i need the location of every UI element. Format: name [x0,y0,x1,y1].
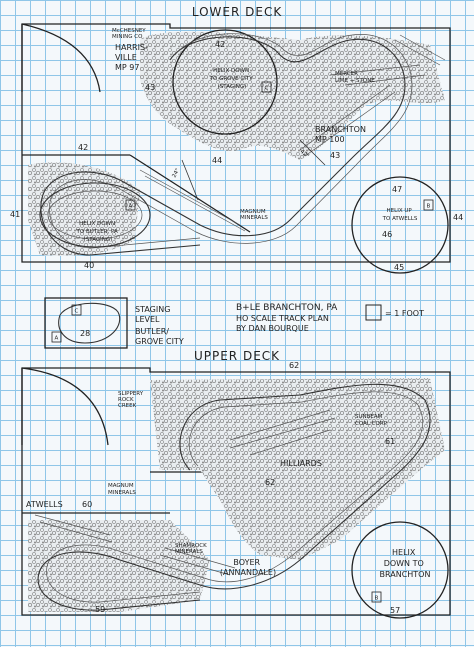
staging-marker-a-box [51,331,62,343]
staging-num-28: 28 [80,329,90,338]
lower-num-42b: 42 [78,143,88,152]
lower-num-42a: 42 [215,40,225,49]
upper-hilliards-yard [229,409,336,456]
scale-legend: = 1 FOOT [365,304,424,321]
boyer-label: BOYER (ANNANDALE) [220,558,276,577]
staging-marker-c-box [71,304,82,316]
helix-branchton-label: HELIX DOWN TO BRANCHTON [380,548,431,579]
dim-24-label: 24" [171,168,181,179]
atwells-label: ATWELLS [26,500,63,509]
dim-42-label: 42" [299,149,310,160]
lower-mine-spur [394,34,446,66]
staging-inset-box [44,297,128,349]
slippery-rock-label: SLIPPERY ROCK CREEK [118,391,145,409]
lower-door-arc [21,23,101,93]
helix-butler-label: HELIX DOWN TO BUTLER, PA (STAGING) [76,221,120,243]
lower-num-43b: 43 [330,151,340,160]
upper-deck-benchwork [21,367,451,616]
upper-num-62a: 62 [289,361,299,370]
mercer-label: MERCER LIME + STONE [335,71,375,84]
lower-marker-b: B [427,204,431,210]
helix-butler-loop-inner [47,190,143,240]
upper-num-61: 61 [385,437,395,446]
lower-num-43a: 43 [145,83,155,92]
upper-mainline-outer [46,391,424,603]
lower-scenery-left [28,162,140,257]
lower-branchton-yard [139,84,396,232]
lower-mercer-spur [329,64,426,86]
lower-marker-c: C [265,86,269,92]
upper-boyer-yard [159,547,236,576]
upper-magnum-label: MAGNUM MINERALS [108,483,136,496]
title-line-1: B+LE BRANCHTON, PA [236,303,338,313]
mcchesney-label: McCHESNEY MINING CO [112,28,147,40]
dim-24-line [181,159,199,201]
helix-atwells-label: HELIX UP TO ATWELLS [382,208,418,222]
helix-grove-city-circle [172,29,278,135]
lower-num-44b: 44 [453,213,463,222]
upper-num-62b: 62 [265,478,275,487]
lower-marker-a-box [125,199,136,211]
title-line-2: HO SCALE TRACK PLAN [236,314,329,323]
staging-level-label: STAGING LEVEL [135,305,173,324]
lower-mainline-outer [49,33,413,249]
lower-deck-benchwork [21,23,451,263]
hilliards-label: HILLIARDS [280,459,322,468]
lower-num-47: 47 [392,185,402,194]
upper-scenery-top [150,378,445,560]
title-block: B+LE BRANCHTON, PA HO SCALE TRACK PLAN B… [236,303,338,333]
lower-marker-c-box [261,81,272,93]
upper-marker-b: B [375,596,379,602]
helix-atwells-circle [351,176,449,274]
lower-num-44a: 44 [212,156,222,165]
staging-marker-c: C [75,309,79,315]
lower-num-46: 46 [382,230,392,239]
shamrock-label: SHAMROCK MINERALS [175,543,208,555]
lower-num-41: 41 [10,210,20,219]
scale-legend-text: = 1 FOOT [385,309,424,318]
scale-legend-square [365,304,382,321]
upper-mainline [37,383,431,611]
lower-deck: LOWER DECK McCHESNEY MINING CO [10,5,463,274]
upper-atwells-siding [34,514,113,543]
upper-scenery-bottom [28,520,210,612]
lower-magnum-label: MAGNUM MINERALS [240,209,268,221]
upper-deck-title: UPPER DECK [194,349,280,363]
sunbeam-label: SUNBEAM COAL CORP [355,414,388,427]
lower-mainline [40,36,406,256]
upper-door-arc [21,367,109,446]
upper-marker-b-box [371,591,382,603]
upper-num-60: 60 [82,500,92,509]
lower-marker-b-box [423,199,434,211]
lower-marker-a: A [129,204,133,210]
upper-num-59: 59 [95,605,105,614]
staging-level-inset: C A 28 STAGING LEVEL BUTLER/ GROVE CITY [44,297,184,349]
staging-loop [58,302,121,344]
helix-butler-loop [39,182,151,248]
branchton-label: BRANCHTON MP 100 [315,125,369,144]
harrisville-label: HARRIS- VILLE MP 97 [115,43,150,72]
helix-branchton-circle [351,521,449,619]
staging-marker-a: A [55,336,59,342]
helix-grove-label: HELIX DOWN TO GROVE CITY (STAGING) [209,68,255,90]
lower-scenery-top [140,31,445,160]
lower-num-45: 45 [394,263,404,272]
upper-deck: UPPER DECK SLIPPERY ROCK CREEK SUNBEAM C… [21,349,451,619]
staging-places-label: BUTLER/ GROVE CITY [135,327,184,346]
lower-deck-title: LOWER DECK [192,5,283,19]
title-line-3: BY DAN BOURQUE [236,324,309,333]
lower-num-40: 40 [84,261,94,270]
upper-num-57: 57 [390,606,400,615]
dim-42-line [299,139,326,166]
